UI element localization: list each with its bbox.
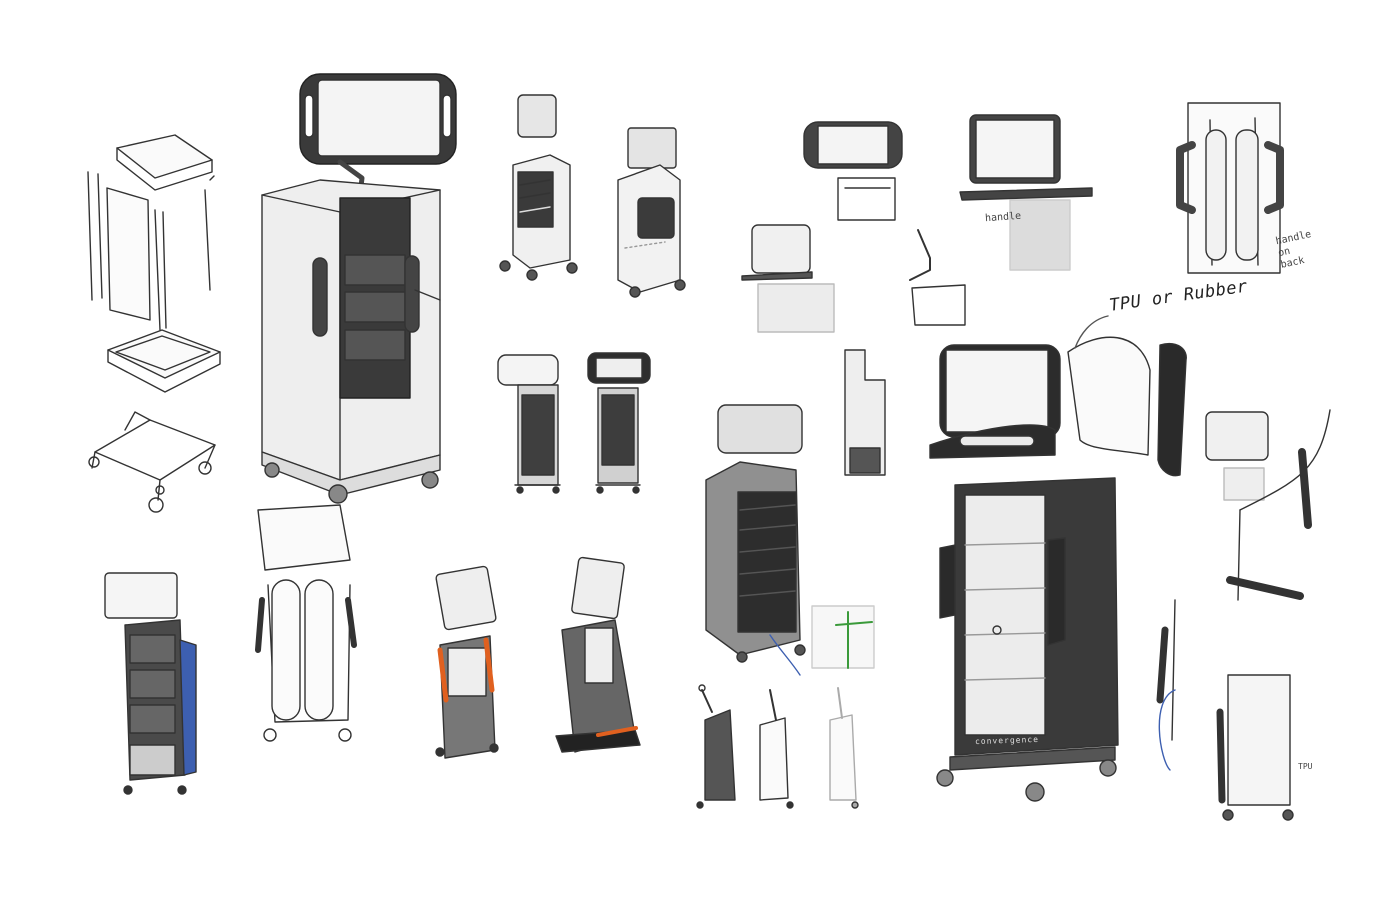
handle-cart-sketch: [1176, 102, 1284, 274]
right-partial-carts-sketch: [1156, 409, 1331, 821]
monitor-arm-sketches: [741, 114, 1093, 333]
large-cart-sketch: [261, 73, 457, 504]
cylinder-cart-sketch: [255, 504, 357, 742]
annotation-tpu-small: TPU: [1298, 762, 1313, 771]
grey-cart-wiring-sketch: [705, 349, 886, 676]
slim-carts-sketch: [497, 352, 651, 494]
small-shelf-carts-sketch: [499, 94, 686, 298]
orange-accent-carts-sketch: [435, 556, 641, 759]
bottom-small-carts-sketch: [696, 684, 859, 809]
blue-side-cart-sketch: [104, 572, 197, 795]
tpu-panel-sketch: [1067, 315, 1187, 477]
large-dark-cart-sketch: [929, 344, 1119, 802]
exploded-view-sketch: [87, 134, 221, 513]
